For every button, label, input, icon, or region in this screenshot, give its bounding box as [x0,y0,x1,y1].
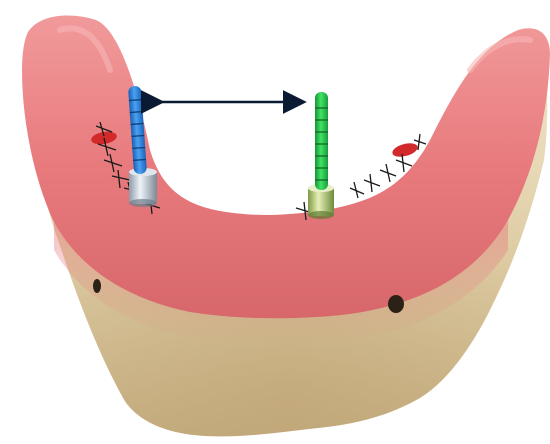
green-implant-pin-icon [308,92,334,219]
blue-implant-pin-icon [128,86,157,207]
right-incision-mark [391,141,419,159]
right-foramen [388,295,404,313]
right-implant-post [315,92,328,190]
left-foramen [93,279,101,293]
